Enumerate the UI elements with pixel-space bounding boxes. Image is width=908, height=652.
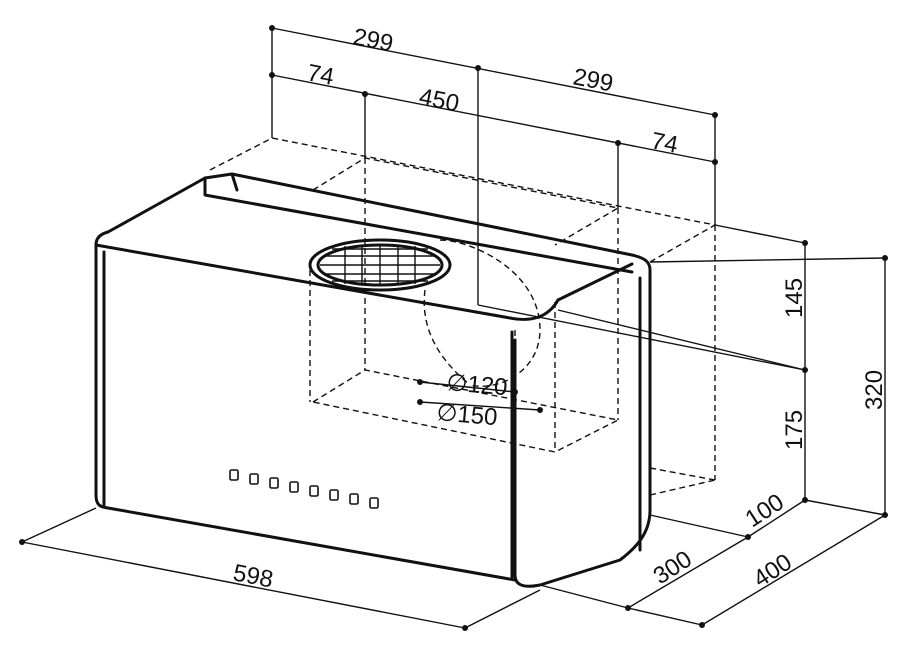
dim-top-width-a: 299 (351, 23, 395, 57)
dim-height-upper: 145 (781, 278, 808, 318)
dim-top-width-b: 299 (571, 63, 615, 97)
dim-depth-front: 100 (741, 489, 789, 533)
control-button (329, 489, 339, 501)
dim-top-depth: 450 (417, 83, 461, 117)
control-panel (229, 469, 379, 509)
dim-front-width: 598 (231, 559, 275, 593)
dim-top-offset-left: 74 (305, 59, 336, 91)
control-button (309, 485, 319, 497)
dim-height-lower: 175 (781, 410, 808, 450)
dim-duct-outer: ∅150 (435, 399, 498, 431)
dimension-endpoints (19, 25, 888, 631)
control-button (229, 469, 239, 481)
hood-body (94, 172, 652, 588)
control-button (249, 473, 259, 485)
dim-top-offset-right: 74 (649, 127, 680, 159)
control-button (349, 493, 359, 505)
control-button (289, 481, 299, 493)
dim-duct-inner: ∅120 (445, 369, 508, 401)
control-button (269, 477, 279, 489)
dimension-lines (21, 27, 886, 629)
outlet-grille (308, 238, 452, 292)
dim-height-total: 320 (861, 370, 888, 410)
dim-depth-total: 400 (749, 549, 797, 593)
control-button (369, 497, 379, 509)
dim-depth-mid: 300 (649, 546, 697, 590)
